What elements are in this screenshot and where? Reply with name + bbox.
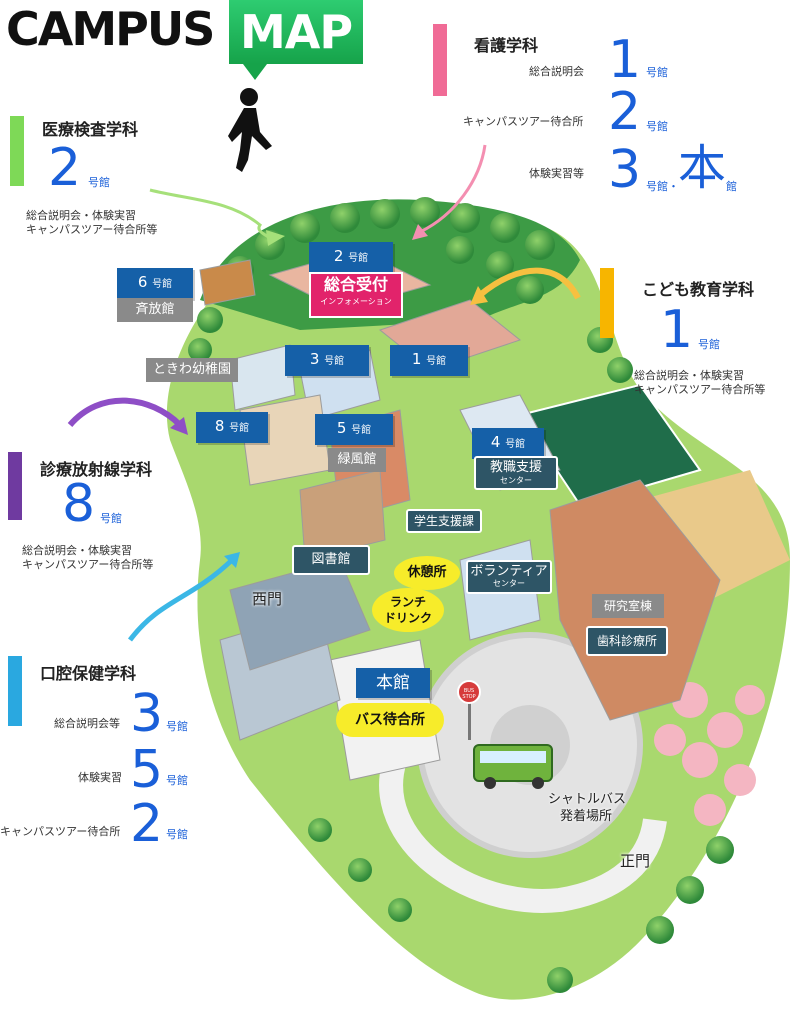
building-8-label[interactable]: 8 号館 xyxy=(196,412,268,443)
kango-row1-unit: 号館 xyxy=(646,66,668,79)
koku-row3-num: 2 xyxy=(130,794,164,854)
koku-row3-label: キャンパスツアー待合所 xyxy=(0,825,121,838)
kango-row3-num: 3 xyxy=(608,140,642,200)
rest-area-label[interactable]: 休憩所 xyxy=(394,556,460,590)
building-2-label[interactable]: 2 号館 xyxy=(309,242,393,273)
title-map: MAP xyxy=(229,0,363,80)
iryo-color-bar xyxy=(10,116,24,186)
arrow-shinryo xyxy=(67,397,183,428)
kodomo-unit: 号館 xyxy=(698,338,720,351)
kango-name: 看護学科 xyxy=(474,36,539,55)
shinryo-num: 8 xyxy=(62,474,96,534)
reception-title: 総合受付 xyxy=(323,275,388,294)
arrow-iryo xyxy=(149,188,274,242)
koku-row1-unit: 号館 xyxy=(166,720,188,733)
shinryo-name: 診療放射線学科 xyxy=(40,460,153,479)
shuttle-label-line2: 発着場所 xyxy=(560,809,613,824)
tokiwa-kindergarten-label[interactable]: ときわ幼稚園 xyxy=(146,358,238,382)
kango-row3-label: 体験実習等 xyxy=(529,167,584,180)
title-campus: CAMPUS xyxy=(6,2,215,56)
main-gate-label: 正門 xyxy=(620,852,651,870)
building-3-label[interactable]: 3 号館 xyxy=(285,345,369,376)
iryo-name: 医療検査学科 xyxy=(42,120,139,139)
arrow-koku xyxy=(128,558,234,642)
building-5-label[interactable]: 5 号館 xyxy=(315,414,393,445)
koku-color-bar xyxy=(8,656,22,726)
kango-row1-label: 総合説明会 xyxy=(529,65,584,78)
kodomo-name: こども教育学科 xyxy=(642,280,755,299)
saiho-kan-label[interactable]: 斉放館 xyxy=(117,298,193,322)
kodomo-color-bar xyxy=(600,268,614,338)
shinryo-color-bar xyxy=(8,452,22,520)
bus-stop-text: BUS STOP xyxy=(462,688,476,700)
tennis-court xyxy=(518,383,702,507)
shinryo-unit: 号館 xyxy=(100,512,122,525)
shuttle-label-line1: シャトルバス xyxy=(548,792,627,807)
ryokufu-kan-label[interactable]: 緑風館 xyxy=(328,448,386,472)
dental-clinic-label[interactable]: 歯科診療所 xyxy=(586,626,668,656)
koku-row3-unit: 号館 xyxy=(166,828,188,841)
lunch-line2: ドリンク xyxy=(383,611,432,625)
kango-row1-num: 1 xyxy=(608,30,642,90)
bus-waiting-label[interactable]: バス待合所 xyxy=(336,703,444,737)
kyoshoku-title: 教職支援 xyxy=(489,460,542,475)
bus-stop-sign-icon xyxy=(457,680,481,740)
arrow-kango xyxy=(419,144,487,234)
koku-row2-label: 体験実習 xyxy=(78,771,122,784)
building-1-label[interactable]: 1 号館 xyxy=(390,345,468,376)
kango-row2-unit: 号館 xyxy=(646,120,668,133)
volunteer-center-label[interactable]: ボランティア センター xyxy=(466,560,552,594)
road xyxy=(379,756,667,913)
koku-row1-num: 3 xyxy=(130,684,164,744)
kyoshoku-center-label[interactable]: 教職支援 センター xyxy=(474,456,558,490)
building-4-label[interactable]: 4 号館 xyxy=(472,428,544,459)
kango-row3-num2: 本 xyxy=(678,140,727,196)
walking-person-icon xyxy=(228,88,272,172)
iryo-note2: キャンパスツアー待合所等 xyxy=(26,223,158,236)
kenkyu-shitsu-label[interactable]: 研究室棟 xyxy=(592,594,664,618)
kango-color-bar xyxy=(433,24,447,96)
kango-row2-num: 2 xyxy=(608,82,642,142)
shinryo-note2: キャンパスツアー待合所等 xyxy=(22,558,154,571)
koku-row1-label: 総合説明会等 xyxy=(54,717,120,730)
koku-name: 口腔保健学科 xyxy=(40,664,137,683)
lunch-line1: ランチ xyxy=(389,595,426,609)
reception-label[interactable]: 総合受付 インフォメーション xyxy=(309,272,403,318)
kango-row2-label: キャンパスツアー待合所 xyxy=(463,115,584,128)
iryo-unit: 号館 xyxy=(88,176,110,189)
koku-row2-num: 5 xyxy=(130,740,164,800)
library-label[interactable]: 図書館 xyxy=(292,545,370,575)
gakusei-shien-label[interactable]: 学生支援課 xyxy=(406,509,482,533)
building-6-label[interactable]: 6 号館 xyxy=(117,268,193,299)
kodomo-num: 1 xyxy=(660,300,694,360)
shinryo-note1: 総合説明会・体験実習 xyxy=(22,544,132,557)
kyoshoku-sub: センター xyxy=(500,476,532,485)
iryo-note1: 総合説明会・体験実習 xyxy=(26,209,136,222)
honkan-label[interactable]: 本館 xyxy=(356,668,430,698)
reception-sub: インフォメーション xyxy=(320,297,392,306)
koku-row2-unit: 号館 xyxy=(166,774,188,787)
sports-field xyxy=(640,470,790,600)
volunteer-sub: センター xyxy=(493,579,525,588)
kango-row3-unit: 号館・ xyxy=(646,180,679,193)
west-gate-label: 西門 xyxy=(252,590,283,608)
arrow-kodomo xyxy=(478,267,581,300)
kodomo-note2: キャンパスツアー待合所等 xyxy=(634,383,766,396)
kango-row3-unit2: 館 xyxy=(726,180,737,193)
shuttle-bus-icon xyxy=(473,744,553,789)
lunch-drink-label[interactable]: ランチ ドリンク xyxy=(372,588,444,632)
iryo-num: 2 xyxy=(48,138,82,198)
volunteer-title: ボランティア xyxy=(470,564,548,579)
kodomo-note1: 総合説明会・体験実習 xyxy=(634,369,744,382)
